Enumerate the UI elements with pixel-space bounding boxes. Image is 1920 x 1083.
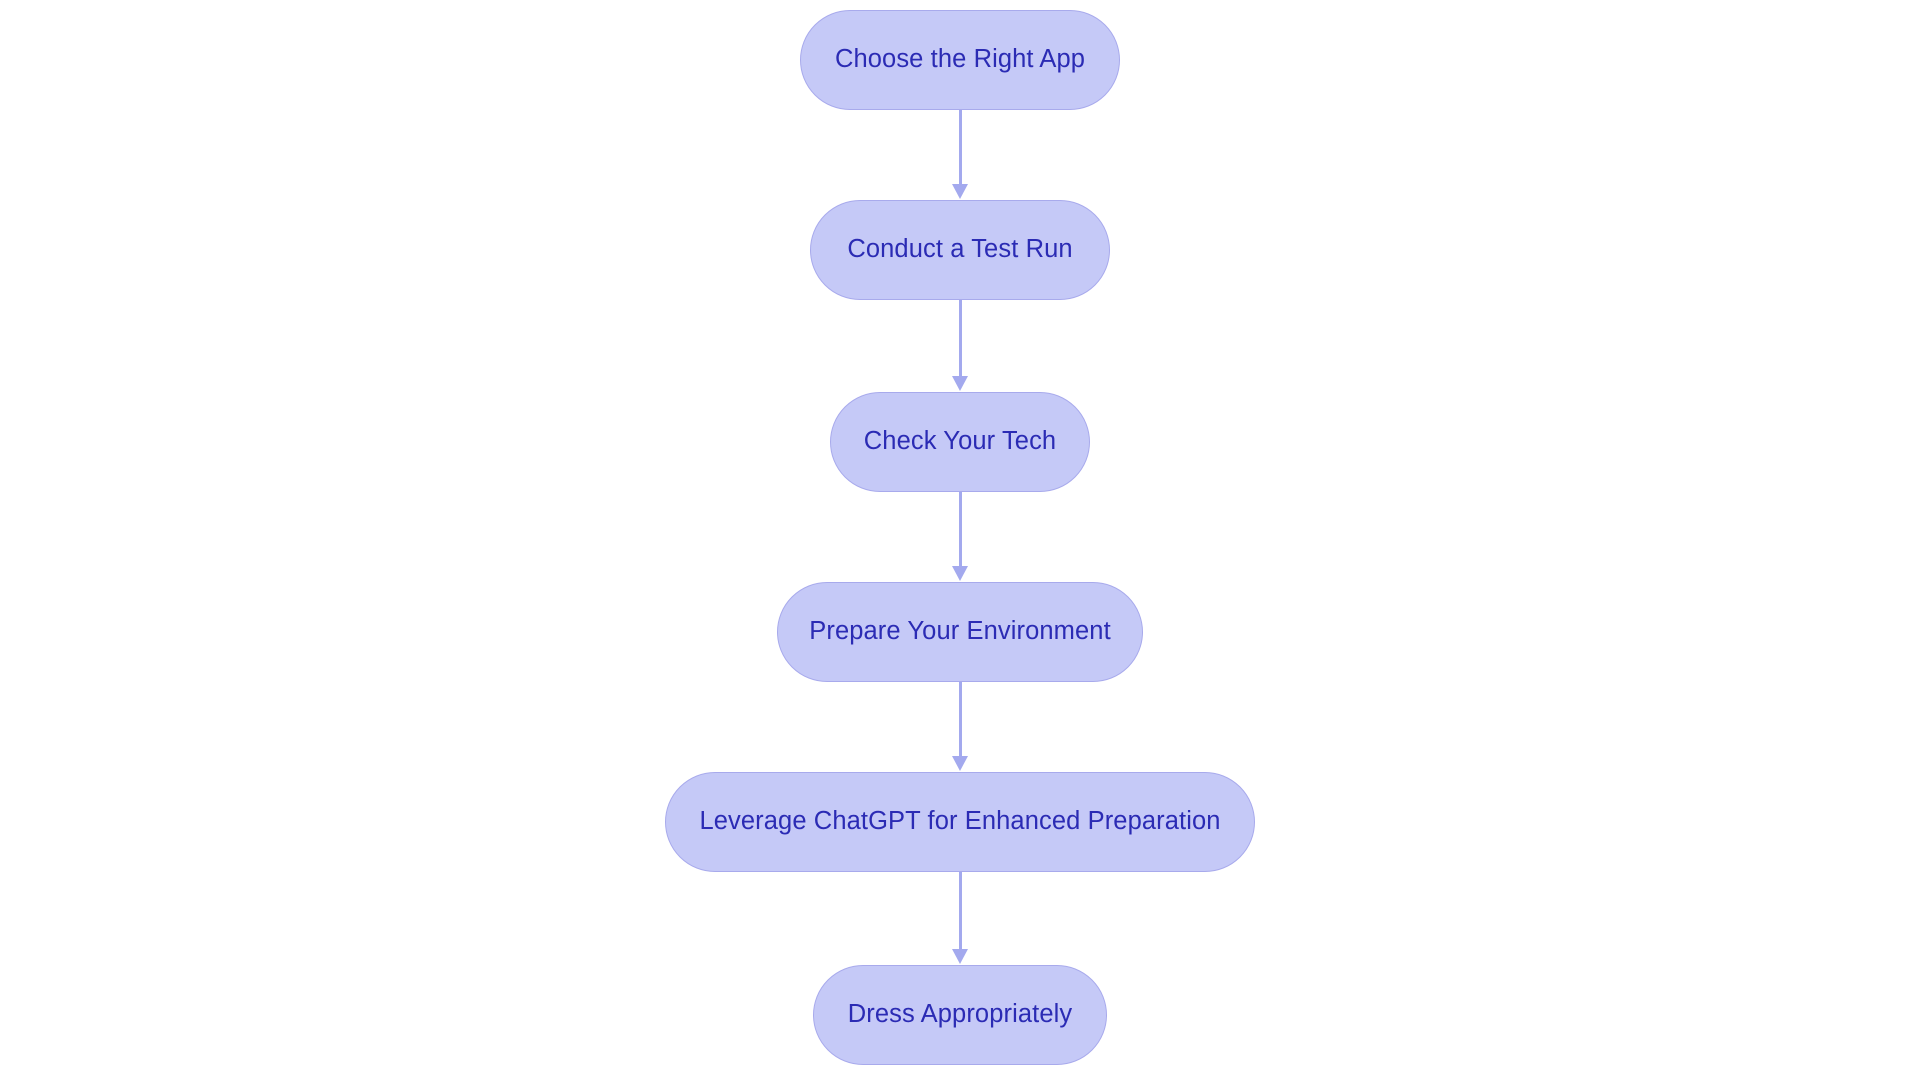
arrowhead-icon [952,756,968,771]
flowchart-node-label: Leverage ChatGPT for Enhanced Preparatio… [699,807,1221,836]
flowchart-node-prepare-your-environment[interactable]: Prepare Your Environment [777,582,1143,682]
flowchart-node-row: Leverage ChatGPT for Enhanced Preparatio… [0,772,1920,872]
flowchart-node-label: Choose the Right App [834,45,1086,74]
arrowhead-icon [952,949,968,964]
flowchart-node-label: Prepare Your Environment [809,617,1111,646]
flowchart-edge-n1-n2 [952,110,968,200]
flowchart-node-conduct-a-test-run[interactable]: Conduct a Test Run [810,200,1110,300]
edge-line [958,300,962,377]
edge-line [958,682,962,757]
flowchart-node-row: Check Your Tech [0,392,1920,492]
flowchart-node-dress-appropriately[interactable]: Dress Appropriately [813,965,1107,1065]
flowchart-node-label: Conduct a Test Run [847,235,1073,264]
edge-line [958,872,962,950]
arrowhead-icon [952,184,968,199]
flowchart-node-check-your-tech[interactable]: Check Your Tech [830,392,1090,492]
flowchart-node-row: Choose the Right App [0,10,1920,110]
flowchart-node-row: Dress Appropriately [0,965,1920,1065]
edge-line [958,492,962,567]
flowchart-node-row: Conduct a Test Run [0,200,1920,300]
flowchart-node-label: Dress Appropriately [847,1000,1073,1029]
flowchart-edge-n3-n4 [952,492,968,582]
flowchart-edge-n5-n6 [952,872,968,965]
flowchart-node-row: Prepare Your Environment [0,582,1920,682]
flowchart-node-label: Check Your Tech [863,427,1057,456]
flowchart-edge-n2-n3 [952,300,968,392]
arrowhead-icon [952,566,968,581]
edge-line [958,110,962,185]
flowchart-node-choose-the-right-app[interactable]: Choose the Right App [800,10,1120,110]
arrowhead-icon [952,376,968,391]
flowchart-edge-n4-n5 [952,682,968,772]
flowchart-node-leverage-chatgpt-for-enhanced-preparation[interactable]: Leverage ChatGPT for Enhanced Preparatio… [665,772,1255,872]
